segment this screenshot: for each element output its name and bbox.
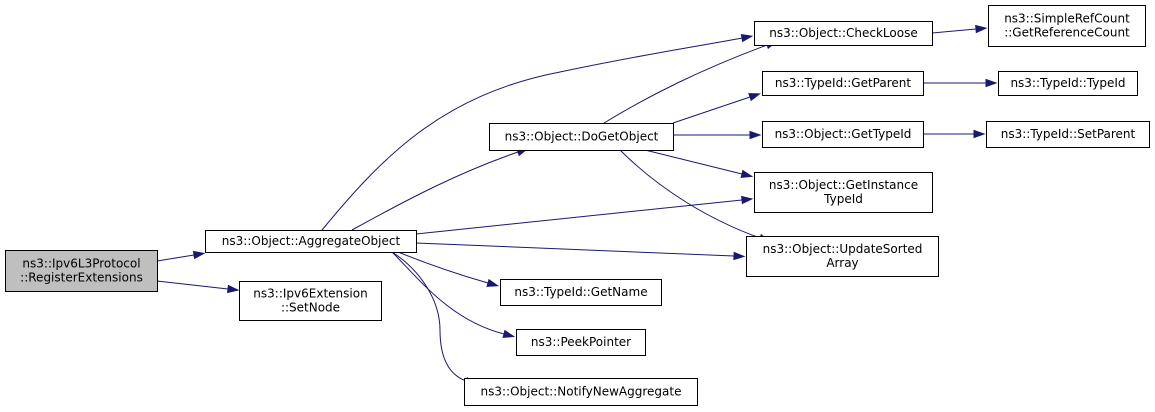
node-label: ::SetNode [281, 301, 340, 315]
node-box[interactable] [998, 71, 1138, 96]
node-label: ::GetReferenceCount [1004, 26, 1130, 40]
node-notifynew[interactable]: ns3::Object::NotifyNewAggregate [464, 378, 698, 406]
node-peekpointer[interactable]: ns3::PeekPointer [516, 329, 646, 356]
edge-aggregate-to-peekpointer [391, 251, 516, 338]
node-box[interactable] [239, 281, 382, 321]
edge-dogetobject-to-getinstance [644, 149, 754, 178]
node-label: ns3::SimpleRefCount [1004, 12, 1130, 26]
node-label: ns3::Object::UpdateSorted [763, 242, 923, 256]
arrow-head-icon [486, 278, 500, 287]
edge-line [672, 96, 751, 124]
node-box[interactable] [988, 5, 1146, 47]
node-label: ns3::PeekPointer [531, 335, 631, 349]
node-label: ns3::TypeId::SetParent [1001, 127, 1136, 141]
edge-line [415, 242, 735, 257]
edge-aggregate-to-getinstance [415, 195, 754, 235]
node-label: ns3::Ipv6L3Protocol [22, 257, 140, 271]
node-gettypeid[interactable]: ns3::Object::GetTypeId [762, 121, 924, 148]
edge-aggregate-to-updatesorted [415, 242, 746, 261]
edge-line [397, 251, 489, 284]
edge-line [391, 251, 467, 382]
arrow-head-icon [733, 251, 746, 261]
edge-dogetobject-to-checkloose [603, 40, 778, 124]
node-getrefcount[interactable]: ns3::SimpleRefCount::GetReferenceCount [988, 5, 1146, 47]
arrow-head-icon [192, 250, 206, 260]
node-label: ns3::Ipv6Extension [253, 287, 367, 301]
node-label: ns3::TypeId::TypeId [1010, 76, 1125, 90]
edge-register-to-setnode [156, 280, 240, 294]
node-box[interactable] [754, 21, 933, 46]
edge-aggregate-to-notifynew [391, 251, 477, 386]
node-label: Array [826, 256, 858, 270]
edge-checkloose-to-getrefcount [931, 24, 988, 34]
arrow-head-icon [741, 195, 754, 205]
node-label: ns3::TypeId::GetName [514, 285, 647, 299]
node-box[interactable] [5, 250, 158, 292]
node-label: ns3::Object::DoGetObject [505, 130, 659, 144]
edge-line [156, 254, 195, 262]
arrow-head-icon [973, 129, 986, 139]
node-box[interactable] [746, 236, 939, 277]
node-box[interactable] [754, 172, 933, 213]
edge-line [603, 44, 768, 124]
nodes-layer: ns3::Ipv6L3Protocol::RegisterExtensionsn… [5, 5, 1150, 406]
edge-line [391, 251, 505, 335]
node-box[interactable] [986, 121, 1150, 148]
node-label: ns3::Object::AggregateObject [222, 234, 401, 248]
node-box[interactable] [464, 378, 698, 406]
edge-line [619, 149, 761, 239]
node-getparent[interactable]: ns3::TypeId::GetParent [762, 71, 924, 96]
arrow-head-icon [985, 78, 998, 88]
edge-line [931, 28, 977, 34]
node-label: ns3::Object::GetTypeId [775, 127, 912, 141]
edge-line [351, 151, 519, 231]
node-getname[interactable]: ns3::TypeId::GetName [500, 279, 662, 306]
arrow-head-icon [227, 284, 240, 294]
node-setnode[interactable]: ns3::Ipv6Extension::SetNode [239, 281, 382, 321]
arrow-head-icon [740, 169, 754, 178]
node-label: ns3::Object::CheckLoose [769, 26, 917, 40]
edge-line [644, 149, 743, 175]
edge-aggregate-to-dogetobject [351, 148, 529, 231]
node-label: ::RegisterExtensions [20, 271, 143, 285]
node-box[interactable] [489, 123, 674, 151]
edge-dogetobject-to-getparent [672, 93, 761, 124]
node-box[interactable] [762, 121, 924, 148]
node-box[interactable] [500, 279, 662, 306]
edge-aggregate-to-checkloose [321, 33, 754, 231]
edge-getparent-to-typeid [923, 78, 998, 88]
node-label: ns3::Object::GetInstance [769, 178, 918, 192]
edge-dogetobject-to-gettypeid [673, 130, 762, 140]
node-box[interactable] [516, 329, 646, 356]
node-setparent[interactable]: ns3::TypeId::SetParent [986, 121, 1150, 148]
node-dogetobject[interactable]: ns3::Object::DoGetObject [489, 123, 674, 151]
node-register[interactable]: ns3::Ipv6L3Protocol::RegisterExtensions [5, 250, 158, 292]
node-checkloose[interactable]: ns3::Object::CheckLoose [754, 21, 933, 46]
arrow-head-icon [740, 33, 754, 43]
node-aggregate[interactable]: ns3::Object::AggregateObject [205, 230, 417, 253]
node-typeid[interactable]: ns3::TypeId::TypeId [998, 71, 1138, 96]
edge-gettypeid-to-setparent [923, 129, 986, 139]
edge-line [156, 280, 229, 290]
node-label: ns3::TypeId::GetParent [775, 76, 911, 90]
arrow-head-icon [975, 24, 988, 34]
arrow-head-icon [502, 329, 516, 338]
node-label: TypeId [823, 192, 863, 206]
node-box[interactable] [762, 71, 924, 96]
arrow-head-icon [749, 130, 762, 140]
node-label: ns3::Object::NotifyNewAggregate [481, 385, 682, 399]
edge-line [321, 37, 743, 231]
edge-register-to-aggregate [156, 250, 206, 262]
edge-line [415, 199, 743, 235]
node-box[interactable] [205, 230, 417, 253]
arrow-head-icon [748, 93, 761, 102]
edge-aggregate-to-getname [397, 251, 500, 287]
edge-dogetobject-to-updatesorted [619, 149, 771, 242]
